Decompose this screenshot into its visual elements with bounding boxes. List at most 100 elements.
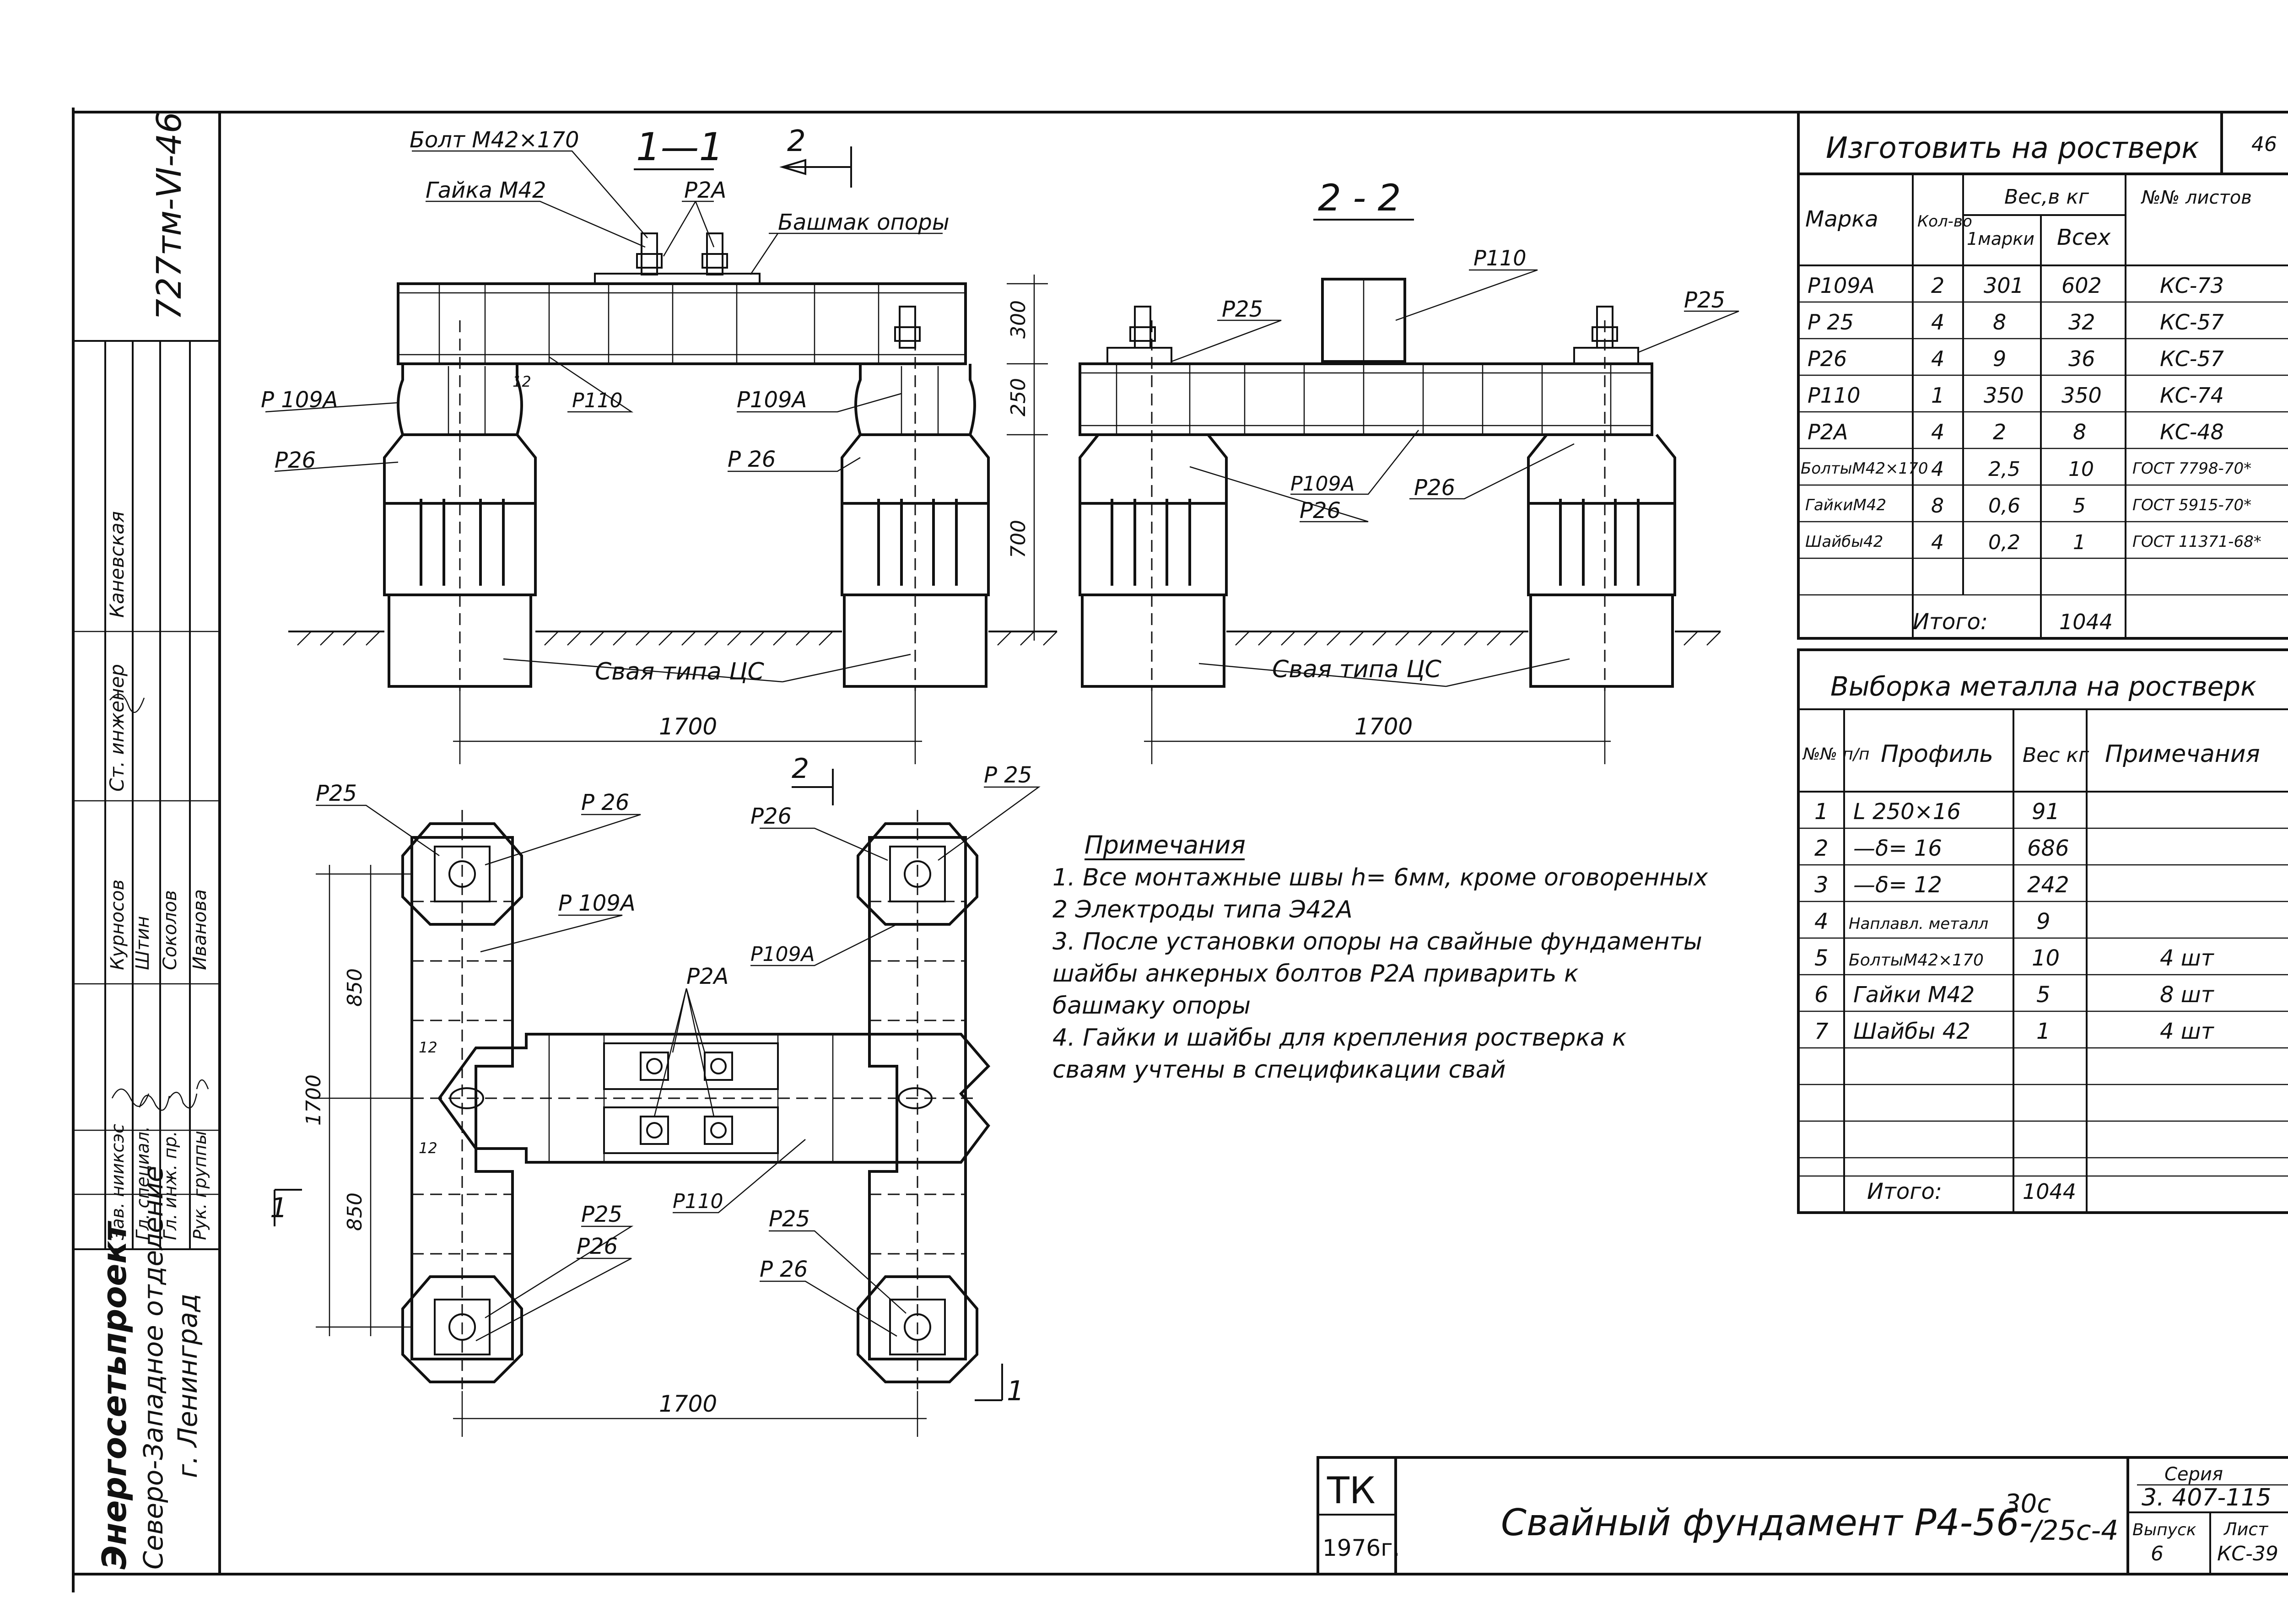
make-r6-sheet: ГОСТ 7798-70* [2132,459,2251,478]
dim-1700-s22: 1700 [1354,713,1413,740]
signature-scribble [111,1079,209,1111]
make-r3-per: 9 [1993,346,2006,371]
metal-r7-profile: Шайбы 42 [1853,1019,1970,1044]
label-s22-p109a: Р109А [1290,472,1355,496]
make-h-sheets: №№ листов [2141,187,2252,208]
make-r2-total: 32 [2068,310,2095,335]
note-line-4: шайбы анкерных болтов Р2А приварить к [1052,960,1579,987]
table-make: Изготовить на ростверк 46 Марка Кол-во В… [1797,111,2288,640]
make-r2-mark: Р 25 [1808,310,1854,335]
tk-label: ТК [1327,1469,1376,1512]
metal-r6-no: 6 [1814,982,1829,1008]
metal-r3-no: 3 [1814,872,1829,898]
label-plan-p26-bl: Р26 [577,1234,618,1259]
metal-r5-weight: 10 [2032,945,2060,971]
make-r1-mark: Р109А [1808,273,1875,298]
metal-r4-profile: Наплавл. металл [1849,915,1988,933]
make-total-value: 1044 [2059,610,2113,634]
title-block: ТК 1976г. Свайный фундамент Р4-56- 30с /… [1317,1456,2288,1575]
label-bolt: Болт М42×170 [410,127,579,153]
make-r1-qty: 2 [1931,273,1944,298]
metal-total-label: Итого: [1867,1179,1942,1204]
notes-title: Примечания [1085,831,1246,859]
note-line-6: 4. Гайки и шайбы для крепления ростверка… [1052,1024,1627,1052]
metal-title: Выборка металла на ростверк [1830,671,2256,702]
stamp-name-5: Иванова [189,889,210,970]
section-1-1: 1—1 2 [261,124,1058,764]
metal-r6-weight: 5 [2036,982,2051,1008]
cut-mark-left: 1 [270,1192,287,1224]
make-r7-sheet: ГОСТ 5915-70* [2132,496,2251,514]
stamp-name-2: Курносов [107,879,128,970]
metal-r4-no: 4 [1814,909,1829,934]
note-line-7: сваям учтены в спецификации свай [1052,1056,1506,1084]
make-r7-qty: 8 [1931,494,1944,518]
metal-r3-weight: 242 [2027,872,2069,898]
label-pile: Свая типа ЦС [595,658,764,685]
make-h-per: 1марки [1967,229,2034,249]
drawing-title-sup: 30с [2004,1489,2051,1519]
make-r5-mark: Р2А [1808,420,1848,444]
dim-1700h: 1700 [659,1391,717,1417]
metal-r2-profile: —δ= 16 [1853,836,1942,861]
make-h-qty: Кол-во [1917,212,1972,231]
make-r6-per: 2,5 [1988,458,2020,481]
make-title: Изготовить на ростверк [1826,131,2199,165]
make-r8-per: 0,2 [1988,531,2020,554]
make-total-label: Итого: [1913,609,1988,635]
section-title-1-1: 1—1 [636,124,723,169]
label-p109a-left: Р 109А [261,387,338,413]
make-r3-qty: 4 [1931,346,1944,371]
label-plan-p26-tl: Р 26 [581,790,629,815]
year-label: 1976г. [1322,1535,1400,1561]
label-p2a: Р2А [684,178,726,203]
dim-850b: 850 [343,1192,367,1231]
stamp-role-4: Гл. инж. пр. [160,1131,180,1240]
label-nut: Гайка М42 [426,178,546,203]
metal-r6-profile: Гайки М42 [1853,982,1975,1008]
metal-r2-weight: 686 [2027,836,2069,861]
dim-700: 700 [1007,520,1030,558]
make-r8-sheet: ГОСТ 11371-68* [2132,533,2261,551]
dim-850a: 850 [343,968,367,1007]
label-s22-p25-left: Р25 [1222,297,1263,322]
make-r5-total: 8 [2073,420,2086,444]
section-title-2-2: 2 - 2 [1318,177,1401,219]
make-r5-sheet: КС-48 [2160,420,2224,444]
metal-r1-weight: 91 [2032,799,2060,825]
label-plan-p109a-left: Р 109А [558,890,636,916]
label-shoe: Башмак опоры [778,210,950,235]
make-r6-mark: БолтыМ42×170 [1801,459,1928,478]
label-s22-pile: Свая типа ЦС [1272,656,1441,683]
make-r2-qty: 4 [1931,310,1944,335]
metal-r4-weight: 9 [2036,909,2051,934]
make-r1-sheet: КС-73 [2160,273,2224,298]
make-r8-total: 1 [2073,531,2086,554]
label-plan-p25-tl: Р25 [316,781,357,806]
metal-h-weight: Вес кг [2023,744,2089,767]
label-p26-right: Р 26 [728,447,776,472]
label-plan-p25-br: Р25 [769,1206,810,1232]
label-plan-p25-bl: Р25 [581,1202,622,1227]
make-r1-per: 301 [1984,273,2024,298]
stamp-name-3: Штин [132,916,153,970]
metal-r5-profile: БолтыМ42×170 [1849,951,1984,970]
label-p110: Р110 [572,389,623,412]
metal-r7-weight: 1 [2036,1019,2051,1044]
issue-label: Выпуск [2132,1521,2196,1539]
metal-r7-note: 4 шт [2160,1019,2215,1044]
make-r5-qty: 4 [1931,420,1944,444]
make-h-total: Всех [2057,225,2111,250]
note-line-5: башмаку опоры [1052,992,1251,1020]
metal-r3-profile: —δ= 12 [1853,872,1942,898]
label-plan-p26-tr: Р26 [750,804,792,829]
table-metal: Выборка металла на ростверк №№ п/п Профи… [1797,648,2288,1214]
make-r5-per: 2 [1993,420,2006,444]
cut-mark-2: 2 [787,124,806,158]
stamp-name-1: Каневская [106,511,128,618]
make-r4-qty: 1 [1931,383,1944,408]
label-plan-weld1: 12 [419,1039,437,1056]
plan-view: 2 1 1 [270,753,1041,1437]
issue-value: 6 [2151,1542,2164,1565]
make-r3-total: 36 [2068,346,2095,371]
